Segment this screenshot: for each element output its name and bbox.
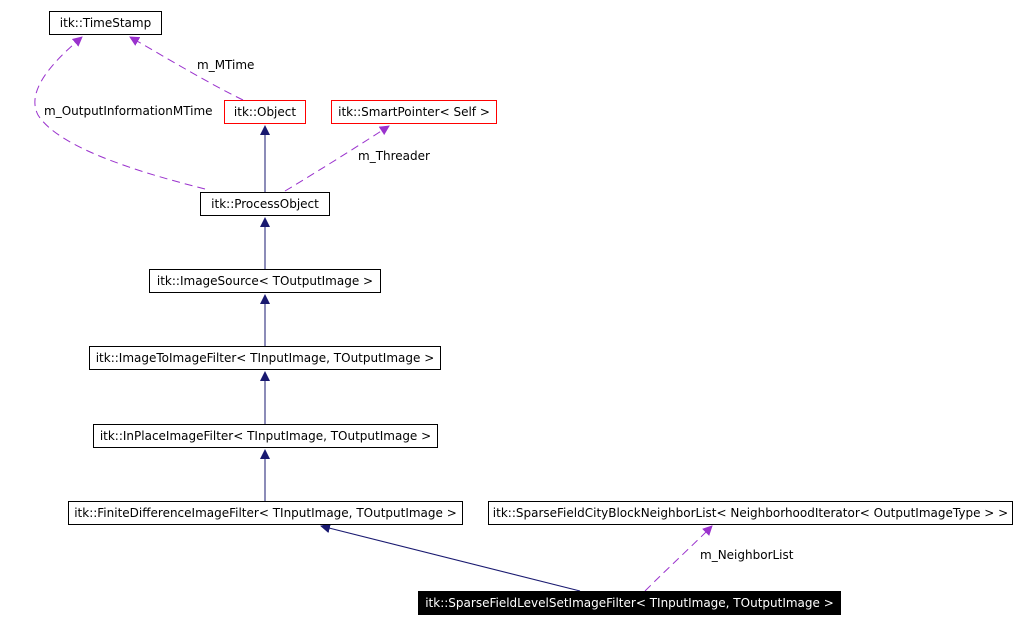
node-finitedifferenceimagefilter[interactable]: itk::FiniteDifferenceImageFilter< TInput… (68, 501, 463, 525)
edge-processobject-to-timestamp-outputinfo (34, 36, 206, 190)
node-sparsefieldlevelsetimagefilter: itk::SparseFieldLevelSetImageFilter< TIn… (418, 591, 841, 615)
node-imagesource[interactable]: itk::ImageSource< TOutputImage > (149, 269, 381, 293)
node-sparsefieldcityblockneighborlist[interactable]: itk::SparseFieldCityBlockNeighborList< N… (488, 501, 1013, 525)
label-m-outputinformationmtime: m_OutputInformationMTime (44, 104, 213, 118)
node-inplaceimagefilter[interactable]: itk::InPlaceImageFilter< TInputImage, TO… (93, 424, 438, 448)
edge-object-to-timestamp-mtime (129, 36, 244, 101)
node-smartpointer[interactable]: itk::SmartPointer< Self > (331, 100, 497, 124)
edge-processobject-to-smartpointer-threader (284, 125, 390, 192)
node-object[interactable]: itk::Object (224, 100, 306, 124)
label-m-threader: m_Threader (358, 149, 430, 163)
label-m-mtime: m_MTime (197, 58, 255, 72)
edge-sparsefield-to-neighborlist (644, 525, 713, 592)
node-processobject[interactable]: itk::ProcessObject (200, 192, 330, 216)
edge-sparsefield-to-finitediff (320, 523, 581, 592)
label-m-neighborlist: m_NeighborList (700, 548, 794, 562)
node-imagetoimagefilter[interactable]: itk::ImageToImageFilter< TInputImage, TO… (89, 346, 441, 370)
node-timestamp[interactable]: itk::TimeStamp (49, 11, 162, 35)
